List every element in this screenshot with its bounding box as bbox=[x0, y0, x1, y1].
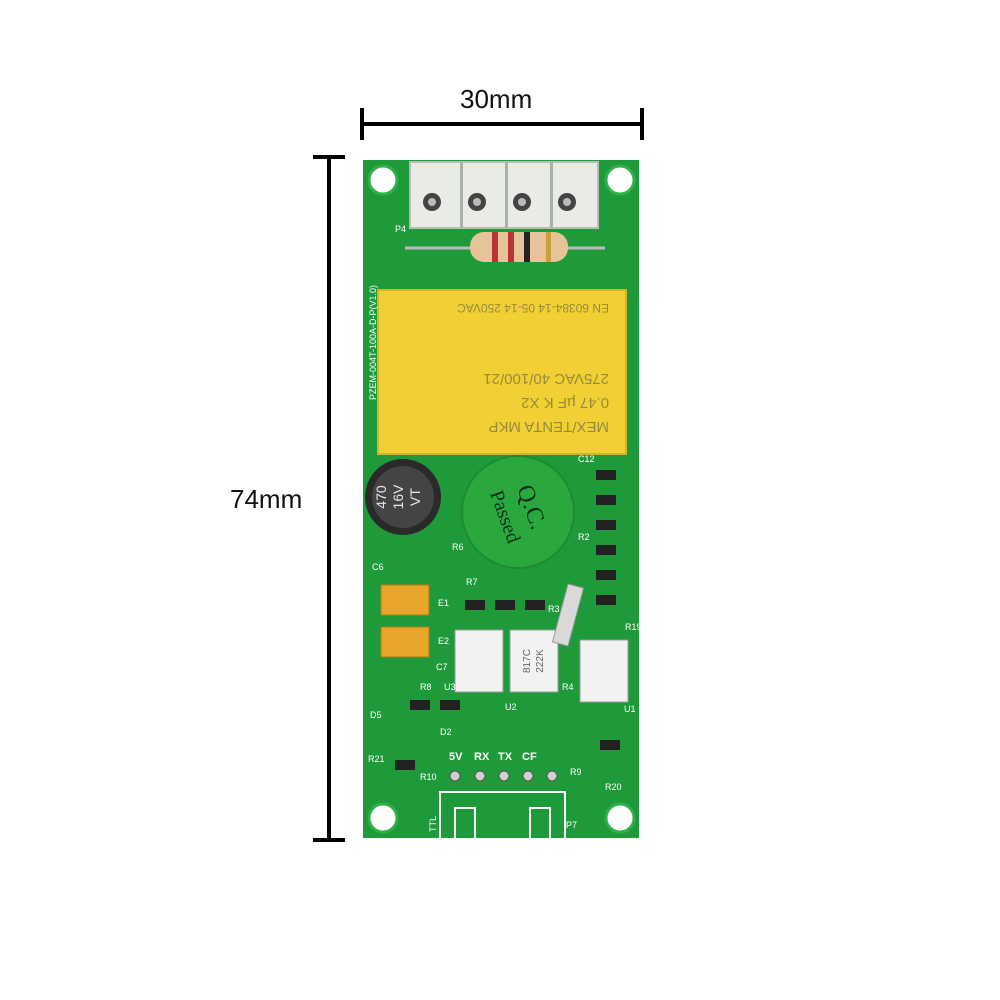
label-r3: R3 bbox=[548, 604, 560, 614]
label-d5: D5 bbox=[370, 710, 382, 720]
label-u1: U1 bbox=[624, 704, 636, 714]
mounting-hole bbox=[604, 802, 636, 834]
opto-text-2: 222K bbox=[535, 649, 546, 673]
label-c6: C6 bbox=[372, 562, 384, 572]
capacitor-text-4: EN 60384-14 05-14 250VAC bbox=[457, 301, 609, 315]
pin-label-5v: 5V bbox=[449, 751, 463, 763]
tantalum-capacitor bbox=[380, 626, 430, 658]
label-r2: R2 bbox=[578, 532, 590, 542]
label-c7: C7 bbox=[436, 662, 448, 672]
pin-label-tx: TX bbox=[498, 751, 513, 763]
label-r9: R9 bbox=[570, 767, 582, 777]
opto-text-1: 817C bbox=[522, 649, 533, 673]
label-e2: E2 bbox=[438, 636, 449, 646]
electrolytic-capacitor: 470 16V VT bbox=[365, 459, 441, 535]
pin-label-cf: CF bbox=[522, 751, 537, 763]
label-r20: R20 bbox=[605, 782, 622, 792]
mounting-hole bbox=[367, 802, 399, 834]
electrolytic-text-3: VT bbox=[407, 488, 423, 506]
label-p4: P4 bbox=[395, 224, 406, 234]
tantalum-capacitor bbox=[380, 584, 430, 616]
width-label: 30mm bbox=[460, 84, 533, 114]
optocoupler-u1 bbox=[579, 639, 629, 703]
label-r10: R10 bbox=[420, 772, 437, 782]
electrolytic-text-1: 470 bbox=[373, 485, 389, 509]
height-label: 74mm bbox=[230, 484, 303, 514]
pin-label-rx: RX bbox=[474, 751, 490, 763]
x2-capacitor: MEX/TENTA MKP 0.47 µF K X2 275VAC 40/100… bbox=[377, 289, 627, 455]
capacitor-text-1: MEX/TENTA MKP bbox=[488, 418, 609, 435]
mounting-hole bbox=[367, 164, 399, 196]
terminal-block bbox=[409, 161, 599, 229]
width-dimension-line bbox=[360, 108, 644, 140]
electrolytic-text-2: 16V bbox=[390, 484, 406, 510]
label-r19: R19 bbox=[625, 622, 642, 632]
ttl-connector-outline bbox=[439, 791, 566, 838]
label-r6: R6 bbox=[452, 542, 464, 552]
label-c12: C12 bbox=[578, 454, 595, 464]
label-p7: P7 bbox=[566, 820, 577, 830]
label-r4: R4 bbox=[562, 682, 574, 692]
board-model-label: PZEM-004T-100A-D-P(V1.0) bbox=[368, 285, 378, 400]
label-r21: R21 bbox=[368, 754, 385, 764]
optocoupler-u2: 817C 222K bbox=[509, 629, 559, 693]
label-u2: U2 bbox=[505, 702, 517, 712]
capacitor-text-3: 275VAC 40/100/21 bbox=[483, 370, 609, 387]
capacitor-text-2: 0.47 µF K X2 bbox=[521, 394, 609, 411]
label-u3: U3 bbox=[444, 682, 456, 692]
shunt-resistor bbox=[405, 232, 605, 262]
mounting-hole bbox=[604, 164, 636, 196]
label-r7: R7 bbox=[466, 577, 478, 587]
smd-components bbox=[395, 470, 620, 770]
label-d2: D2 bbox=[440, 727, 452, 737]
optocoupler-u3 bbox=[454, 629, 504, 693]
crystal-oscillator bbox=[551, 583, 585, 647]
height-dimension-line bbox=[313, 155, 345, 842]
label-e1: E1 bbox=[438, 598, 449, 608]
label-r8: R8 bbox=[420, 682, 432, 692]
ttl-label: TTL bbox=[428, 816, 438, 832]
qc-passed-sticker: Q.C. Passed bbox=[461, 455, 575, 569]
pin-header bbox=[449, 770, 558, 782]
